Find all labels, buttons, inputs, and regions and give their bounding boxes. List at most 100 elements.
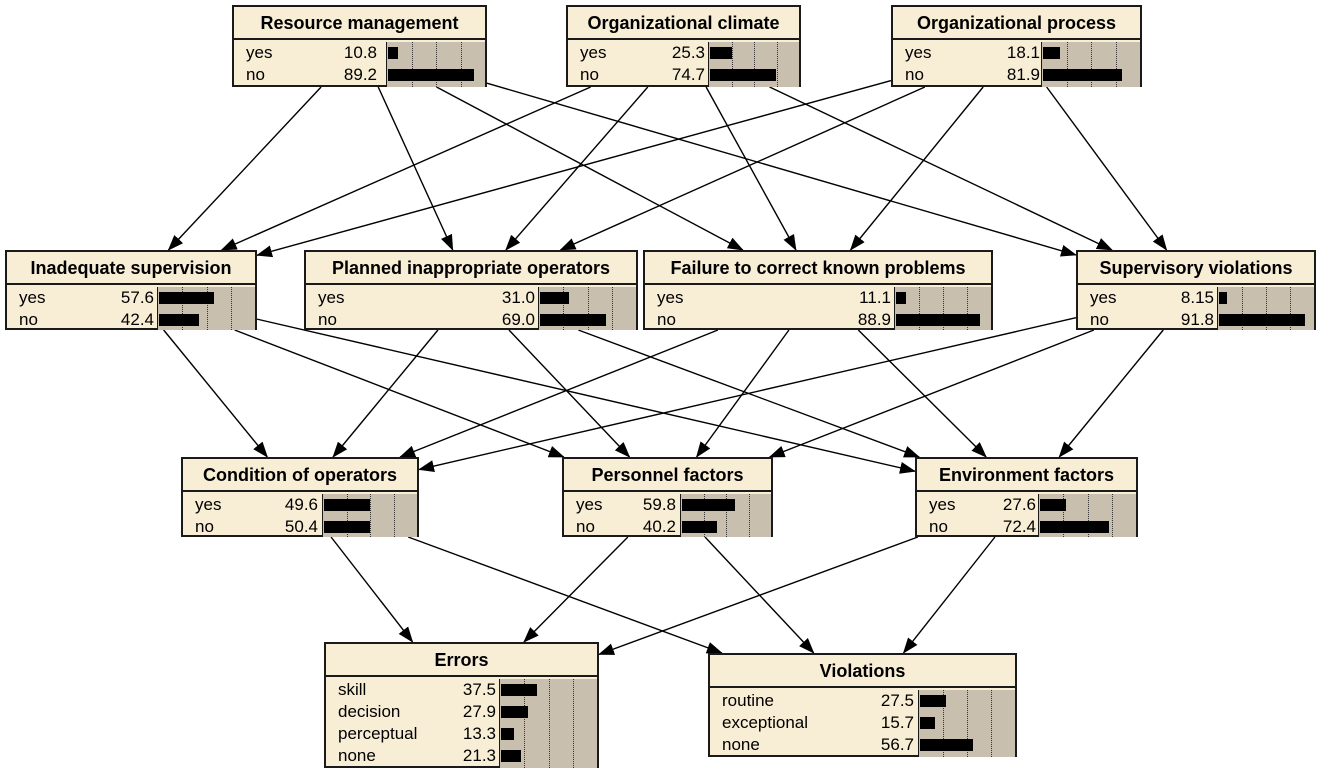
probability-bar	[920, 717, 935, 729]
edge-op-to-is	[256, 79, 892, 258]
edge-oc-to-pio	[505, 86, 649, 251]
bar-gridline	[1266, 287, 1267, 330]
bar-gridline	[370, 494, 371, 537]
state-label: yes	[246, 43, 273, 62]
state-probability: 42.4	[120, 310, 154, 329]
node-rm[interactable]: Resource management yes 10.8 no 89.2	[232, 5, 487, 87]
state-row-none: none 21.3	[326, 745, 597, 767]
state-label: no	[318, 310, 337, 329]
node-title: Personnel factors	[564, 459, 771, 492]
bar-gridline	[967, 287, 968, 330]
state-probability: 21.3	[462, 746, 496, 765]
probability-bar	[1219, 292, 1227, 304]
edge-rm-to-is	[167, 86, 322, 251]
state-probability: 37.5	[462, 680, 496, 699]
bar-gridline	[1091, 42, 1092, 87]
bar-gridline	[704, 494, 705, 537]
edge-sv-to-co	[418, 317, 1077, 472]
state-label: yes	[580, 43, 607, 62]
state-label: yes	[19, 288, 46, 307]
bar-gridline	[1067, 42, 1068, 87]
bar-gridline	[943, 287, 944, 330]
probability-bar	[920, 695, 946, 707]
bar-gridline	[777, 42, 778, 87]
state-label: no	[1090, 310, 1109, 329]
state-label: yes	[195, 495, 222, 514]
edge-pf-to-er	[523, 536, 629, 643]
edge-oc-to-is	[220, 86, 591, 251]
node-title: Environment factors	[917, 459, 1136, 492]
bar-gridline	[1242, 287, 1243, 330]
probability-bar	[896, 292, 906, 304]
edge-rm-to-pio	[377, 86, 454, 251]
bar-gridline	[573, 679, 574, 768]
probability-bar	[682, 521, 717, 533]
edge-oc-to-sv	[769, 86, 1113, 251]
state-probability: 69.0	[501, 310, 535, 329]
edge-sv-to-ef	[1058, 329, 1164, 458]
state-probability: 11.1	[859, 288, 891, 307]
edge-op-to-pio	[559, 86, 926, 251]
bar-gridline	[461, 42, 462, 87]
state-label: yes	[657, 288, 684, 307]
probability-bar	[682, 499, 735, 511]
probability-bar	[1043, 47, 1060, 59]
node-title: Planned inappropriate operators	[306, 252, 636, 285]
state-row-yes: yes 11.1	[645, 287, 991, 309]
probability-bar	[1043, 69, 1122, 81]
edge-ef-to-er	[598, 536, 919, 656]
edge-is-to-co	[163, 329, 268, 458]
state-row-no: no 89.2	[234, 64, 485, 86]
edge-pio-to-co	[332, 329, 439, 458]
state-label: no	[580, 65, 599, 84]
bar-gridline	[754, 42, 755, 87]
edge-op-to-fck	[849, 86, 984, 251]
bar-gridline	[726, 494, 727, 537]
bar-gridline	[1116, 42, 1117, 87]
node-title: Organizational process	[893, 7, 1140, 40]
bar-gridline	[231, 287, 232, 330]
edge-rm-to-fck	[436, 86, 744, 251]
state-label: no	[246, 65, 265, 84]
probability-bar	[896, 314, 980, 326]
state-probability: 18.1	[1006, 43, 1040, 62]
edge-co-to-vi	[407, 536, 723, 654]
state-probability: 91.8	[1180, 310, 1214, 329]
state-probability: 10.8	[343, 43, 377, 62]
node-title: Resource management	[234, 7, 485, 40]
state-probability: 25.3	[671, 43, 705, 62]
state-probability: 27.6	[1002, 495, 1036, 514]
state-label: none	[338, 746, 376, 765]
state-probability: 89.2	[343, 65, 377, 84]
state-label: exceptional	[722, 713, 809, 732]
state-probability: 72.4	[1002, 517, 1036, 536]
edge-fck-to-ef	[857, 329, 987, 458]
state-probability: 57.6	[120, 288, 154, 307]
edge-fck-to-co	[399, 329, 719, 458]
probability-bar	[501, 684, 537, 696]
